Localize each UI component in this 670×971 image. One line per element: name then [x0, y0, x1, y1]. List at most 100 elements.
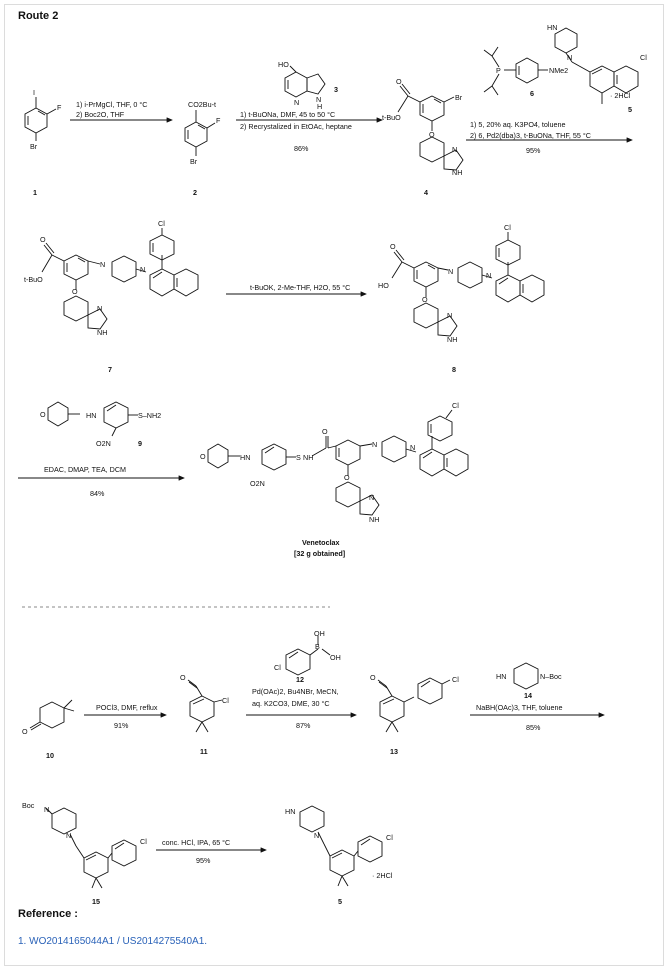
reagent-6-structure	[483, 46, 548, 96]
atom-label: N	[567, 53, 572, 62]
atom-label: Cl	[452, 401, 459, 410]
compound-5-structure	[554, 27, 639, 104]
step-6-yield: 91%	[114, 721, 129, 730]
atom-label: O2N	[250, 479, 265, 488]
step-2-yield: 86%	[294, 144, 309, 153]
atom-label: N	[100, 260, 105, 269]
atom-label: P	[496, 66, 501, 75]
atom-label: H	[317, 102, 322, 111]
atom-label: NH	[447, 335, 457, 344]
reference-link-us[interactable]: US2014275540A1	[122, 936, 205, 947]
compound-number: 11	[200, 747, 208, 756]
atom-label: Br	[455, 93, 463, 102]
compound-number: 1	[33, 188, 37, 197]
atom-label: HN	[285, 807, 295, 816]
atom-label: NH	[97, 328, 107, 337]
atom-label: t-BuO	[24, 275, 43, 284]
atom-label: N	[316, 95, 321, 104]
atom-label: S–NH2	[138, 411, 161, 420]
atom-label: NH	[303, 453, 313, 462]
compound-number: 5	[628, 105, 632, 114]
step-1-condition-2: 2) Boc2O, THF	[76, 110, 125, 119]
atom-label: O	[322, 427, 328, 436]
scheme-panel	[4, 4, 664, 966]
compound-10-structure	[29, 699, 75, 731]
atom-label: I	[33, 88, 35, 97]
atom-label: N	[294, 98, 299, 107]
atom-label: HO	[278, 60, 289, 69]
step-7-condition-1: Pd(OAc)2, Bu4NBr, MeCN,	[252, 687, 339, 696]
reagent-number: 9	[138, 439, 142, 448]
compound-number: 8	[452, 365, 456, 374]
reagent-12-structure	[285, 636, 331, 676]
compound-13-structure	[377, 677, 451, 733]
atom-label: N	[44, 805, 49, 814]
reagent-number: 6	[530, 89, 534, 98]
atom-label: B	[315, 642, 320, 651]
compound-11-structure	[187, 679, 223, 733]
atom-label: O	[200, 452, 206, 461]
atom-label: Cl	[504, 223, 511, 232]
atom-label: O	[40, 235, 46, 244]
step-3-condition-2: 2) 6, Pd2(dba)3, t-BuONa, THF, 55 °C	[470, 131, 591, 140]
atom-label: Cl	[140, 837, 147, 846]
atom-label: NH	[369, 515, 379, 524]
atom-label: HN	[496, 672, 506, 681]
atom-label: Cl	[386, 833, 393, 842]
atom-label: N	[372, 440, 377, 449]
atom-label: N	[140, 265, 145, 274]
synthesis-scheme: I F Br 1 1) i-PrMgCl, THF, 0 °C 2) Boc2O…	[18, 23, 647, 906]
atom-label: · 2HCl	[372, 871, 393, 880]
reference-entry: 1. WO2014165044A1 / US2014275540A1.	[18, 936, 207, 947]
compound-2-structure	[184, 110, 216, 156]
step-8-condition: NaBH(OAc)3, THF, toluene	[476, 703, 563, 712]
reference-end: .	[204, 936, 208, 947]
atom-label: Cl	[274, 663, 281, 672]
atom-label: Boc	[22, 801, 35, 810]
atom-label: N	[369, 493, 374, 502]
atom-label: N	[410, 443, 415, 452]
atom-label: NMe2	[549, 66, 568, 75]
atom-label: F	[57, 103, 62, 112]
atom-label: Br	[190, 157, 198, 166]
atom-label: Cl	[640, 53, 647, 62]
compound-4-structure	[397, 83, 464, 171]
reagent-3-structure	[284, 65, 326, 98]
atom-label: N	[452, 145, 457, 154]
atom-label: N	[448, 267, 453, 276]
atom-label: Cl	[158, 219, 165, 228]
step-9-yield: 95%	[196, 856, 211, 865]
atom-label: HO	[378, 281, 389, 290]
reagent-14-structure	[513, 662, 539, 690]
atom-label: O	[40, 410, 46, 419]
compound-1-structure	[24, 97, 57, 141]
atom-label: O	[422, 295, 428, 304]
step-2-condition-1: 1) t-BuONa, DMF, 45 to 50 °C	[240, 110, 335, 119]
atom-label: S	[296, 453, 301, 462]
atom-label: HN	[547, 23, 557, 32]
atom-label: N	[66, 831, 71, 840]
reference-heading: Reference :	[18, 908, 78, 920]
atom-label: HN	[86, 411, 96, 420]
atom-label: O	[429, 130, 435, 139]
atom-label: O	[72, 287, 78, 296]
compound-number: 5	[338, 897, 342, 906]
compound-8-structure	[391, 232, 545, 337]
atom-label: t-BuO	[382, 113, 401, 122]
product-name: Venetoclax	[302, 538, 340, 547]
step-6-condition: POCl3, DMF, reflux	[96, 703, 158, 712]
compound-number: 4	[424, 188, 428, 197]
compound-number: 10	[46, 751, 54, 760]
reagent-number: 14	[524, 691, 532, 700]
atom-label: NH	[452, 168, 462, 177]
atom-label: F	[216, 116, 221, 125]
compound-15-structure	[45, 807, 137, 889]
step-8-yield: 85%	[526, 723, 541, 732]
reference-link-wo[interactable]: WO2014165044A1	[29, 936, 115, 947]
step-9-condition: conc. HCl, IPA, 65 °C	[162, 838, 230, 847]
route-title: Route 2	[18, 10, 59, 22]
compound-number: 2	[193, 188, 197, 197]
compound-5b-structure	[299, 805, 383, 887]
step-3-condition-1: 1) 5, 20% aq. K3PO4, toluene	[470, 120, 566, 129]
atom-label: O	[390, 242, 396, 251]
